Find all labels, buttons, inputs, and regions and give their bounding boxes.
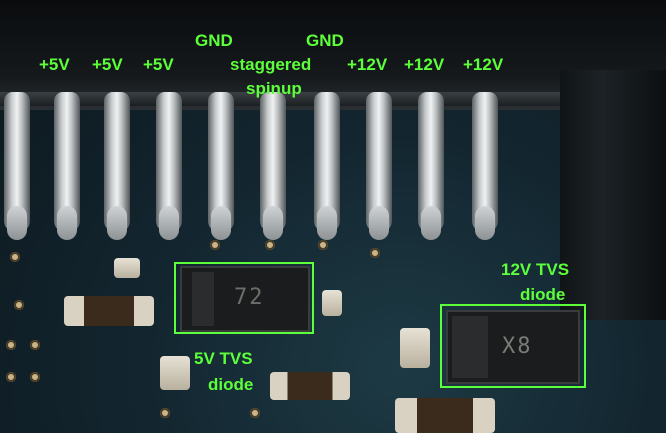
label-gnd-2: GND	[306, 31, 344, 50]
via	[30, 340, 40, 350]
via	[318, 240, 328, 250]
smd-component	[395, 398, 495, 433]
connector-pin	[104, 92, 130, 240]
solder-pad	[114, 258, 140, 278]
smd-component	[270, 372, 350, 400]
connector-body-right	[560, 70, 666, 320]
label-spinup: spinup	[246, 79, 302, 98]
label-12v-pin-3: +12V	[463, 55, 504, 74]
label-staggered: staggered	[230, 55, 312, 74]
via	[265, 240, 275, 250]
via	[210, 240, 220, 250]
tvs-diode-12v: X8	[446, 310, 580, 384]
connector-pin	[366, 92, 392, 240]
smd-component	[64, 296, 154, 326]
connector-pin	[260, 92, 286, 240]
tvs-12v-marking: X8	[502, 334, 533, 359]
via	[6, 340, 16, 350]
cathode-band	[192, 272, 214, 326]
label-5v-pin-1: +5V	[39, 55, 70, 74]
label-5v-pin-2: +5V	[92, 55, 123, 74]
solder-pad	[322, 290, 342, 316]
connector-pin	[314, 92, 340, 240]
connector-pin	[472, 92, 498, 240]
via	[14, 300, 24, 310]
connector-housing	[0, 0, 666, 110]
via	[10, 252, 20, 262]
label-12v-pin-1: +12V	[347, 55, 388, 74]
connector-pin	[156, 92, 182, 240]
label-12v-pin-2: +12V	[404, 55, 445, 74]
via	[6, 372, 16, 382]
via	[250, 408, 260, 418]
tvs-5v-marking: 72	[234, 285, 265, 310]
cathode-band	[452, 316, 488, 378]
solder-pad	[160, 356, 190, 390]
label-gnd-1: GND	[195, 31, 233, 50]
label-5v-pin-3: +5V	[143, 55, 174, 74]
connector-edge	[0, 92, 600, 106]
connector-pin	[54, 92, 80, 240]
solder-pad	[400, 328, 430, 368]
via	[160, 408, 170, 418]
label-5v-tvs: 5V TVS	[194, 349, 253, 368]
label-12v-tvs-diode: diode	[520, 285, 566, 304]
highlight-box-12v	[440, 304, 586, 388]
connector-pin	[4, 92, 30, 240]
label-5v-tvs-diode: diode	[208, 375, 254, 394]
tvs-diode-5v: 72	[180, 266, 310, 332]
via	[370, 248, 380, 258]
connector-pin	[208, 92, 234, 240]
highlight-box-5v	[174, 262, 314, 334]
connector-pin	[418, 92, 444, 240]
label-12v-tvs: 12V TVS	[501, 260, 570, 279]
via	[30, 372, 40, 382]
